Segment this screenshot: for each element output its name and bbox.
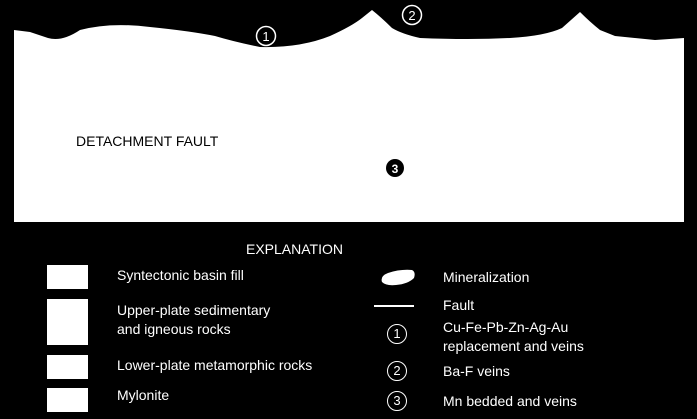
marker-2-number: 2	[408, 8, 415, 23]
section-body	[14, 10, 684, 222]
cross-section-diagram: DETACHMENT FAULT 1 2 3	[14, 4, 684, 222]
deposit-2-number: 2	[393, 363, 401, 378]
mylonite-label: Mylonite	[117, 387, 170, 403]
fault-label: Fault	[443, 297, 475, 313]
lower-plate-label: Lower-plate metamorphic rocks	[117, 357, 313, 373]
upper-plate-label-line1: Upper-plate sedimentary	[117, 302, 271, 318]
mineralization-symbol	[381, 269, 415, 286]
explanation-title: EXPLANATION	[246, 241, 343, 257]
deposit-1-line2: replacement and veins	[443, 338, 584, 354]
marker-1-number: 1	[262, 29, 269, 44]
deposit-3-circle: 3	[387, 391, 407, 411]
deposit-1-number: 1	[393, 326, 401, 341]
mineralization-label: Mineralization	[443, 269, 530, 285]
lower-plate-swatch	[47, 355, 88, 379]
syntectonic-basin-fill-label: Syntectonic basin fill	[117, 267, 244, 283]
deposit-2-label: Ba-F veins	[443, 363, 510, 379]
mylonite-swatch	[47, 388, 88, 412]
marker-1-circle: 1	[255, 25, 277, 47]
detachment-fault-label: DETACHMENT FAULT	[76, 133, 219, 149]
marker-3-number: 3	[392, 162, 399, 176]
deposit-3-label: Mn bedded and veins	[443, 393, 577, 409]
marker-2-circle: 2	[401, 4, 423, 26]
deposit-1-circle: 1	[387, 324, 407, 344]
deposit-2-circle: 2	[387, 361, 407, 381]
deposit-1-line1: Cu-Fe-Pb-Zn-Ag-Au	[443, 319, 569, 335]
deposit-3-number: 3	[393, 393, 401, 408]
upper-plate-label-line2: and igneous rocks	[117, 321, 231, 337]
fault-symbol	[374, 305, 414, 307]
syntectonic-basin-fill-swatch	[47, 265, 88, 289]
marker-3-circle: 3	[386, 159, 404, 177]
upper-plate-swatch	[47, 299, 88, 345]
